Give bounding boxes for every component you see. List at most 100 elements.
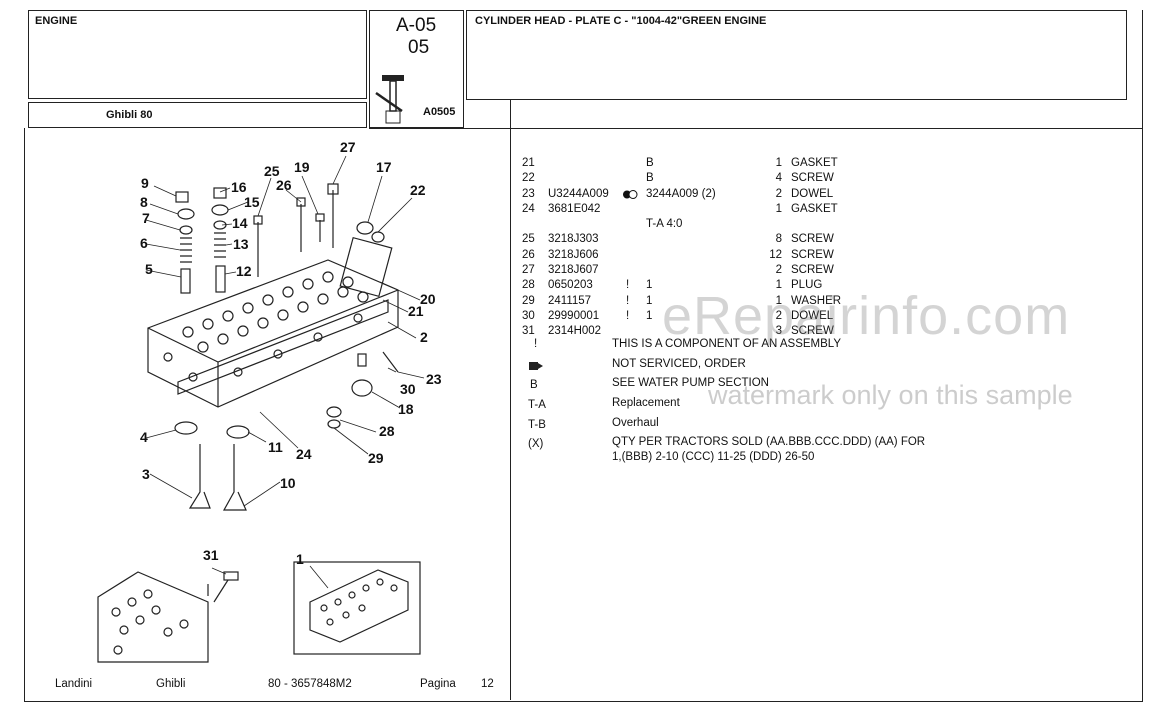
part-note: B (646, 172, 654, 185)
legend-text-4: Overhaul (612, 417, 659, 429)
seal-18 (351, 379, 373, 397)
callout-29: 29 (368, 450, 384, 466)
cylinder-head (147, 259, 399, 408)
legend-text-2: SEE WATER PUMP SECTION (612, 377, 769, 389)
part-ref: 30 (522, 309, 535, 322)
part-qty: 3 (775, 325, 782, 338)
interchange-icon (622, 189, 638, 205)
part-number: 3681E042 (548, 202, 601, 215)
part-ref: 27 (522, 264, 535, 277)
callout-24: 24 (296, 446, 312, 462)
legend-sym-2: B (530, 379, 538, 391)
part-qty: 2 (775, 264, 782, 277)
part-ref: 26 (522, 248, 535, 261)
callout-21: 21 (408, 303, 424, 319)
not-serviced-icon (528, 360, 544, 375)
callout-28: 28 (379, 423, 395, 439)
part-qty: 4 (775, 172, 782, 185)
plate-code: A-05 (396, 15, 437, 36)
callout-18: 18 (398, 401, 414, 417)
callout-27: 27 (340, 139, 356, 155)
legend-text-1: NOT SERVICED, ORDER (612, 358, 746, 370)
part-ref: 31 (522, 325, 535, 338)
part-qty: 12 (769, 248, 782, 261)
callout-1: 1 (296, 551, 304, 567)
part-number: 3218J606 (548, 248, 599, 261)
callout-10: 10 (280, 475, 296, 491)
callout-8: 8 (140, 194, 148, 210)
frame-bottom (24, 701, 1143, 702)
footer-series: Ghibli (156, 678, 186, 690)
callout-13: 13 (233, 236, 249, 252)
part-qty: 2 (775, 187, 782, 200)
part-desc: WASHER (791, 294, 842, 307)
part-desc: SCREW (791, 248, 834, 261)
detail-view-right (293, 561, 421, 655)
part-desc: GASKET (791, 202, 838, 215)
footer-page-label: Pagina (420, 678, 456, 690)
frame-divider (510, 100, 511, 700)
legend-text-5b: 1,(BBB) 2-10 (CCC) 11-25 (DDD) 26-50 (612, 451, 815, 463)
part-desc: GASKET (791, 157, 838, 169)
footer-brand: Landini (55, 678, 93, 690)
part-note: 1 (646, 279, 653, 292)
callout-15: 15 (244, 194, 260, 210)
footer-page-number: 12 (481, 678, 494, 690)
legend-sym-3: T-A (528, 399, 546, 411)
valve-stack (175, 187, 229, 294)
part-note: T-A 4:0 (646, 218, 683, 231)
washer-4 (174, 421, 198, 435)
callout-31: 31 (203, 547, 219, 563)
callout-5: 5 (145, 261, 153, 277)
legend: ! THIS IS A COMPONENT OF AN ASSEMBLY NOT… (522, 338, 1122, 468)
part-number: 2314H002 (548, 325, 602, 338)
footer-code: 80 - 3657848M2 (268, 678, 352, 690)
detail-view-left (97, 571, 209, 663)
callout-19: 19 (294, 159, 310, 175)
part-qty: 2 (775, 309, 782, 322)
part-note: 3244A009 (2) (646, 187, 716, 200)
head-gasket (177, 299, 389, 395)
title-box: CYLINDER HEAD - PLATE C - "1004-42"GREEN… (466, 10, 1127, 100)
figure-id: A0505 (423, 106, 456, 118)
callout-16: 16 (231, 179, 247, 195)
legend-text-3: Replacement (612, 397, 680, 409)
callout-20: 20 (420, 291, 436, 307)
part-number: 0650203 (548, 279, 593, 292)
plate-number: 05 (408, 37, 430, 58)
head-bolts (253, 183, 339, 277)
callout-23: 23 (426, 371, 442, 387)
part-desc: SCREW (791, 325, 834, 338)
frame-top-line (369, 128, 1142, 129)
valve-3 (188, 444, 211, 509)
callout-14: 14 (232, 215, 248, 231)
part-note: B (646, 157, 654, 169)
part-note: 1 (646, 309, 653, 322)
callout-22: 22 (410, 182, 426, 198)
part-ref: 24 (522, 202, 535, 215)
part-note: 1 (646, 294, 653, 307)
exploded-diagram: 27 25 19 17 22 9 16 15 26 8 7 14 6 13 5 … (97, 139, 442, 663)
part-ref: 28 (522, 279, 535, 292)
watermark-main: eRepairinfo.com (662, 286, 1071, 346)
plate-box: A-05 05 A0505 (369, 10, 464, 128)
callout-25: 25 (264, 163, 280, 179)
part-flag: ! (626, 279, 630, 292)
part-ref: 23 (522, 187, 535, 200)
callout-12: 12 (236, 263, 252, 279)
washer-11 (226, 425, 250, 439)
callout-7: 7 (142, 210, 150, 226)
callout-26: 26 (276, 177, 292, 193)
part-qty: 1 (775, 294, 782, 307)
section-title: ENGINE (35, 15, 78, 27)
legend-text-0: THIS IS A COMPONENT OF AN ASSEMBLY (612, 338, 841, 350)
part-desc: SCREW (791, 264, 834, 277)
legend-sym-0: ! (534, 338, 538, 350)
part-qty: 1 (775, 157, 782, 169)
callout-2: 2 (420, 329, 428, 345)
part-ref: 21 (522, 157, 535, 169)
callout-11: 11 (268, 439, 283, 455)
callout-30: 30 (400, 381, 416, 397)
section-box: ENGINE (28, 10, 367, 99)
model-box: Ghibli 80 (28, 102, 367, 128)
